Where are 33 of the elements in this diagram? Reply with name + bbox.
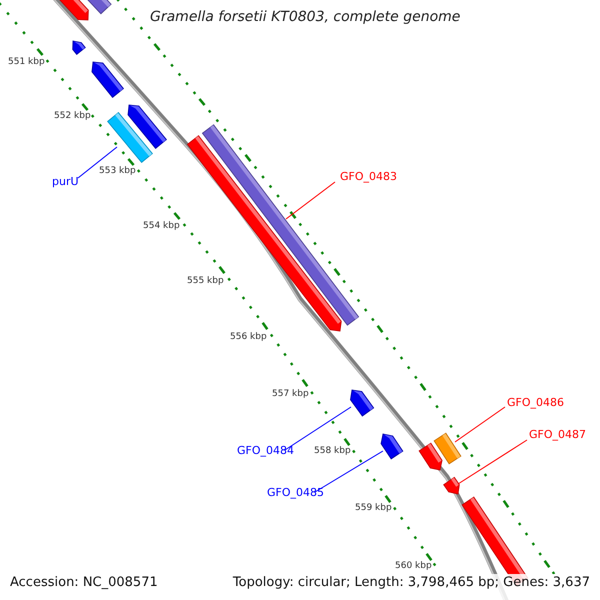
gene-label: GFO_0486: [507, 397, 564, 408]
gene-feature: [350, 390, 374, 417]
tick-label: 557 kbp: [272, 390, 309, 399]
tick-label: 553 kbp: [99, 167, 136, 176]
accession-text: Accession: NC_008571: [10, 576, 158, 589]
gene-label: GFO_0487: [529, 429, 586, 440]
leader-line: [286, 182, 336, 220]
gene-label: GFO_0485: [267, 487, 324, 498]
tick-label: 559 kbp: [355, 504, 392, 513]
tick-label: 555 kbp: [187, 277, 224, 286]
gene-feature: [128, 104, 167, 149]
tick-label: 551 kbp: [8, 58, 45, 67]
gene-label: purU: [52, 176, 79, 187]
gene-feature: [418, 442, 442, 470]
gene-feature: [443, 476, 460, 494]
leader-line: [454, 406, 506, 442]
gene-label: GFO_0483: [340, 171, 398, 182]
tick-label: 552 kbp: [54, 112, 91, 121]
gene-feature: [186, 135, 342, 332]
genome-info-text: Topology: circular; Length: 3,798,465 bp; Genes: 3,637: [232, 576, 590, 589]
leader-line: [314, 450, 384, 492]
map-title: Gramella forsetii KT0803, complete genome: [150, 10, 460, 24]
leader-line: [78, 146, 118, 178]
tick-label: 554 kbp: [143, 222, 180, 231]
tick-label: 556 kbp: [230, 333, 267, 342]
tick-label: 560 kbp: [395, 562, 432, 571]
gene-feature: [92, 62, 124, 98]
leader-line: [458, 440, 528, 484]
leader-line: [284, 406, 352, 450]
gene-label: GFO_0484: [237, 445, 294, 456]
gene-feature: [72, 40, 86, 55]
tick-label: 558 kbp: [314, 447, 351, 456]
gene-feature: [380, 434, 404, 460]
